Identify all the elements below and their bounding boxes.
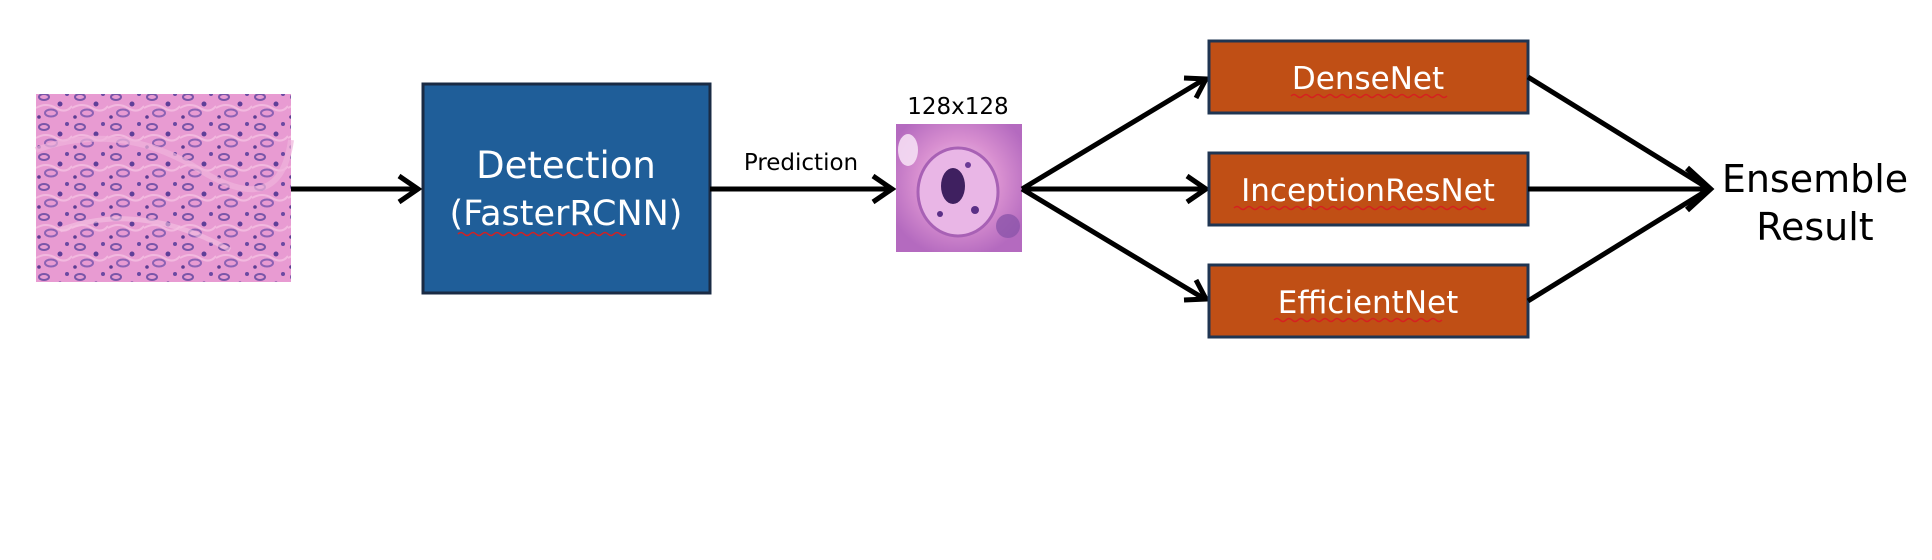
model-box-densenet: DenseNet [1207,39,1530,115]
spellcheck-underline [1273,317,1443,323]
model-box-efficientnet: EfficientNet [1207,263,1530,339]
ensemble-line2: Result [1756,205,1873,249]
ensemble-result: Ensemble Result [1722,157,1908,249]
model-label-efficientnet: EfficientNet [1278,285,1459,321]
ensemble-line1: Ensemble [1722,157,1908,201]
detection-title: Detection [476,144,656,187]
spellcheck-underline [1290,93,1448,99]
model-label-inceptionresnet: InceptionResNet [1241,173,1495,209]
arrow-detection-to-patch: Prediction [710,150,897,205]
spellcheck-underline [1233,205,1487,211]
input-tissue-image [34,94,294,282]
arrows-patch-to-models [1020,75,1211,303]
detection-box: Detection (FasterRCNN) [421,82,712,295]
model-box-inceptionresnet: InceptionResNet [1207,151,1530,227]
spellcheck-underline [457,231,627,237]
arrows-models-to-ensemble [1526,74,1715,304]
patch-size-label: 128x128 [907,94,1008,120]
detection-subtitle: (FasterRCNN) [450,194,683,234]
patch-image: 128x128 [896,94,1022,252]
prediction-label: Prediction [744,150,858,176]
model-label-densenet: DenseNet [1292,61,1444,97]
arrow-input-to-detection [291,173,423,205]
